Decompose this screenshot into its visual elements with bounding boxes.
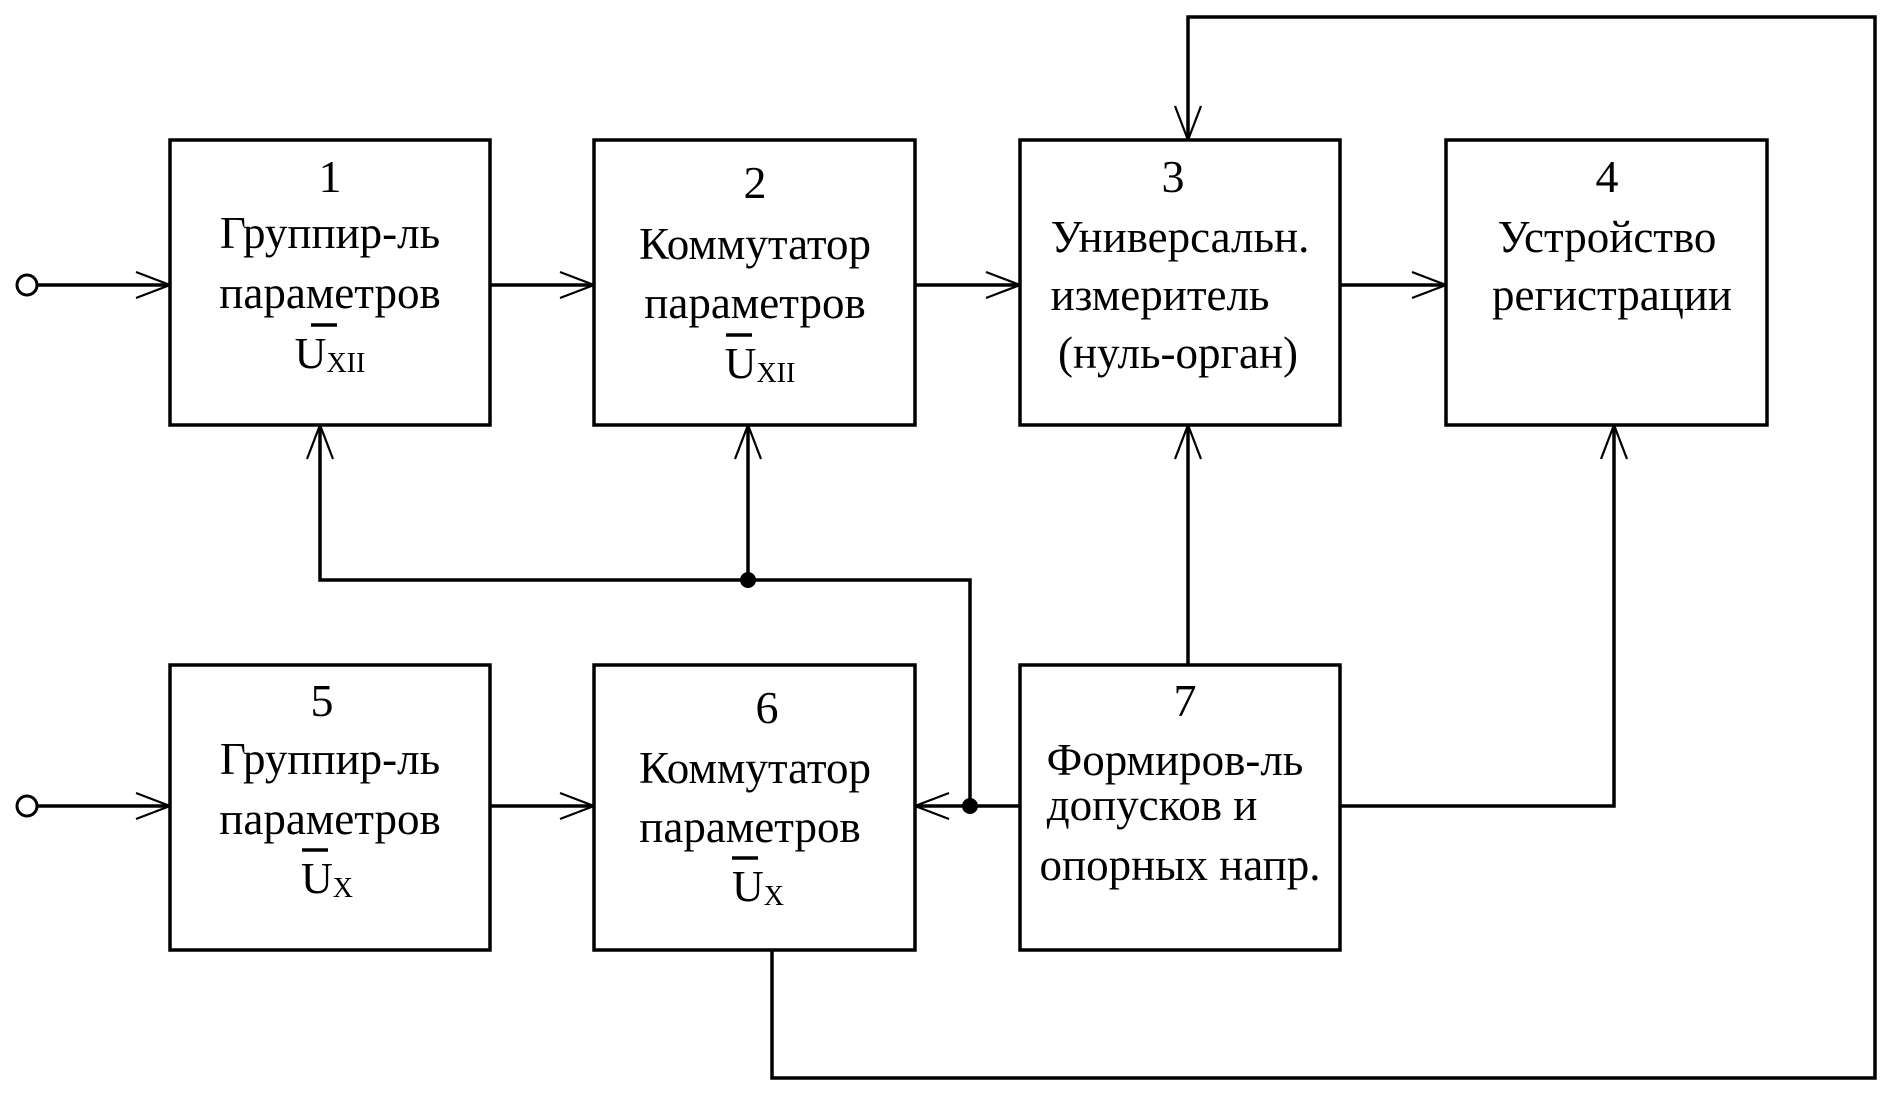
junction-dot [740,572,756,588]
block-label-line: Группир-ль [220,734,440,784]
junction-dot [962,798,978,814]
block-label-line: (нуль-орган) [1058,328,1298,378]
block-number: 6 [756,682,779,733]
block-1: 1 Группир-ль параметров UXII [170,140,490,425]
block-6: 6 Коммутатор параметров UX [594,665,915,950]
block-3: 3 Универсальн. измеритель (нуль-орган) [1020,140,1340,425]
block-label-line: измеритель [1051,270,1270,320]
block-number: 3 [1162,151,1185,202]
block-label-line: Устройство [1498,212,1717,262]
block-2: 2 Коммутатор параметров UXII [594,140,915,425]
block-label-line: Коммутатор [639,743,871,793]
input-terminal-1 [17,275,37,295]
block-label-line: параметров [219,268,440,318]
block-5: 5 Группир-ль параметров UX [170,665,490,950]
block-4: 4 Устройство регистрации [1446,140,1767,425]
block-number: 2 [744,157,767,208]
block-label-line: параметров [639,802,860,852]
block-label-line: Группир-ль [220,208,440,258]
block-label-line: регистрации [1492,270,1732,320]
input-terminal-5 [17,796,37,816]
block-label-line: Коммутатор [639,219,871,269]
block-7: 7 Формиров-ль допусков и опорных напр. [1020,665,1340,950]
block-number: 4 [1596,151,1619,202]
block-number: 7 [1174,675,1197,726]
block-number: 1 [319,151,342,202]
wire-7-to-4 [1340,425,1614,806]
block-number: 5 [311,675,334,726]
block-label-line: допусков и [1047,780,1258,830]
block-label-line: параметров [644,278,865,328]
block-label-line: опорных напр. [1040,840,1321,890]
block-label-line: Формиров-ль [1047,735,1304,785]
block-label-line: Универсальн. [1051,212,1310,262]
block-label-line: параметров [219,794,440,844]
